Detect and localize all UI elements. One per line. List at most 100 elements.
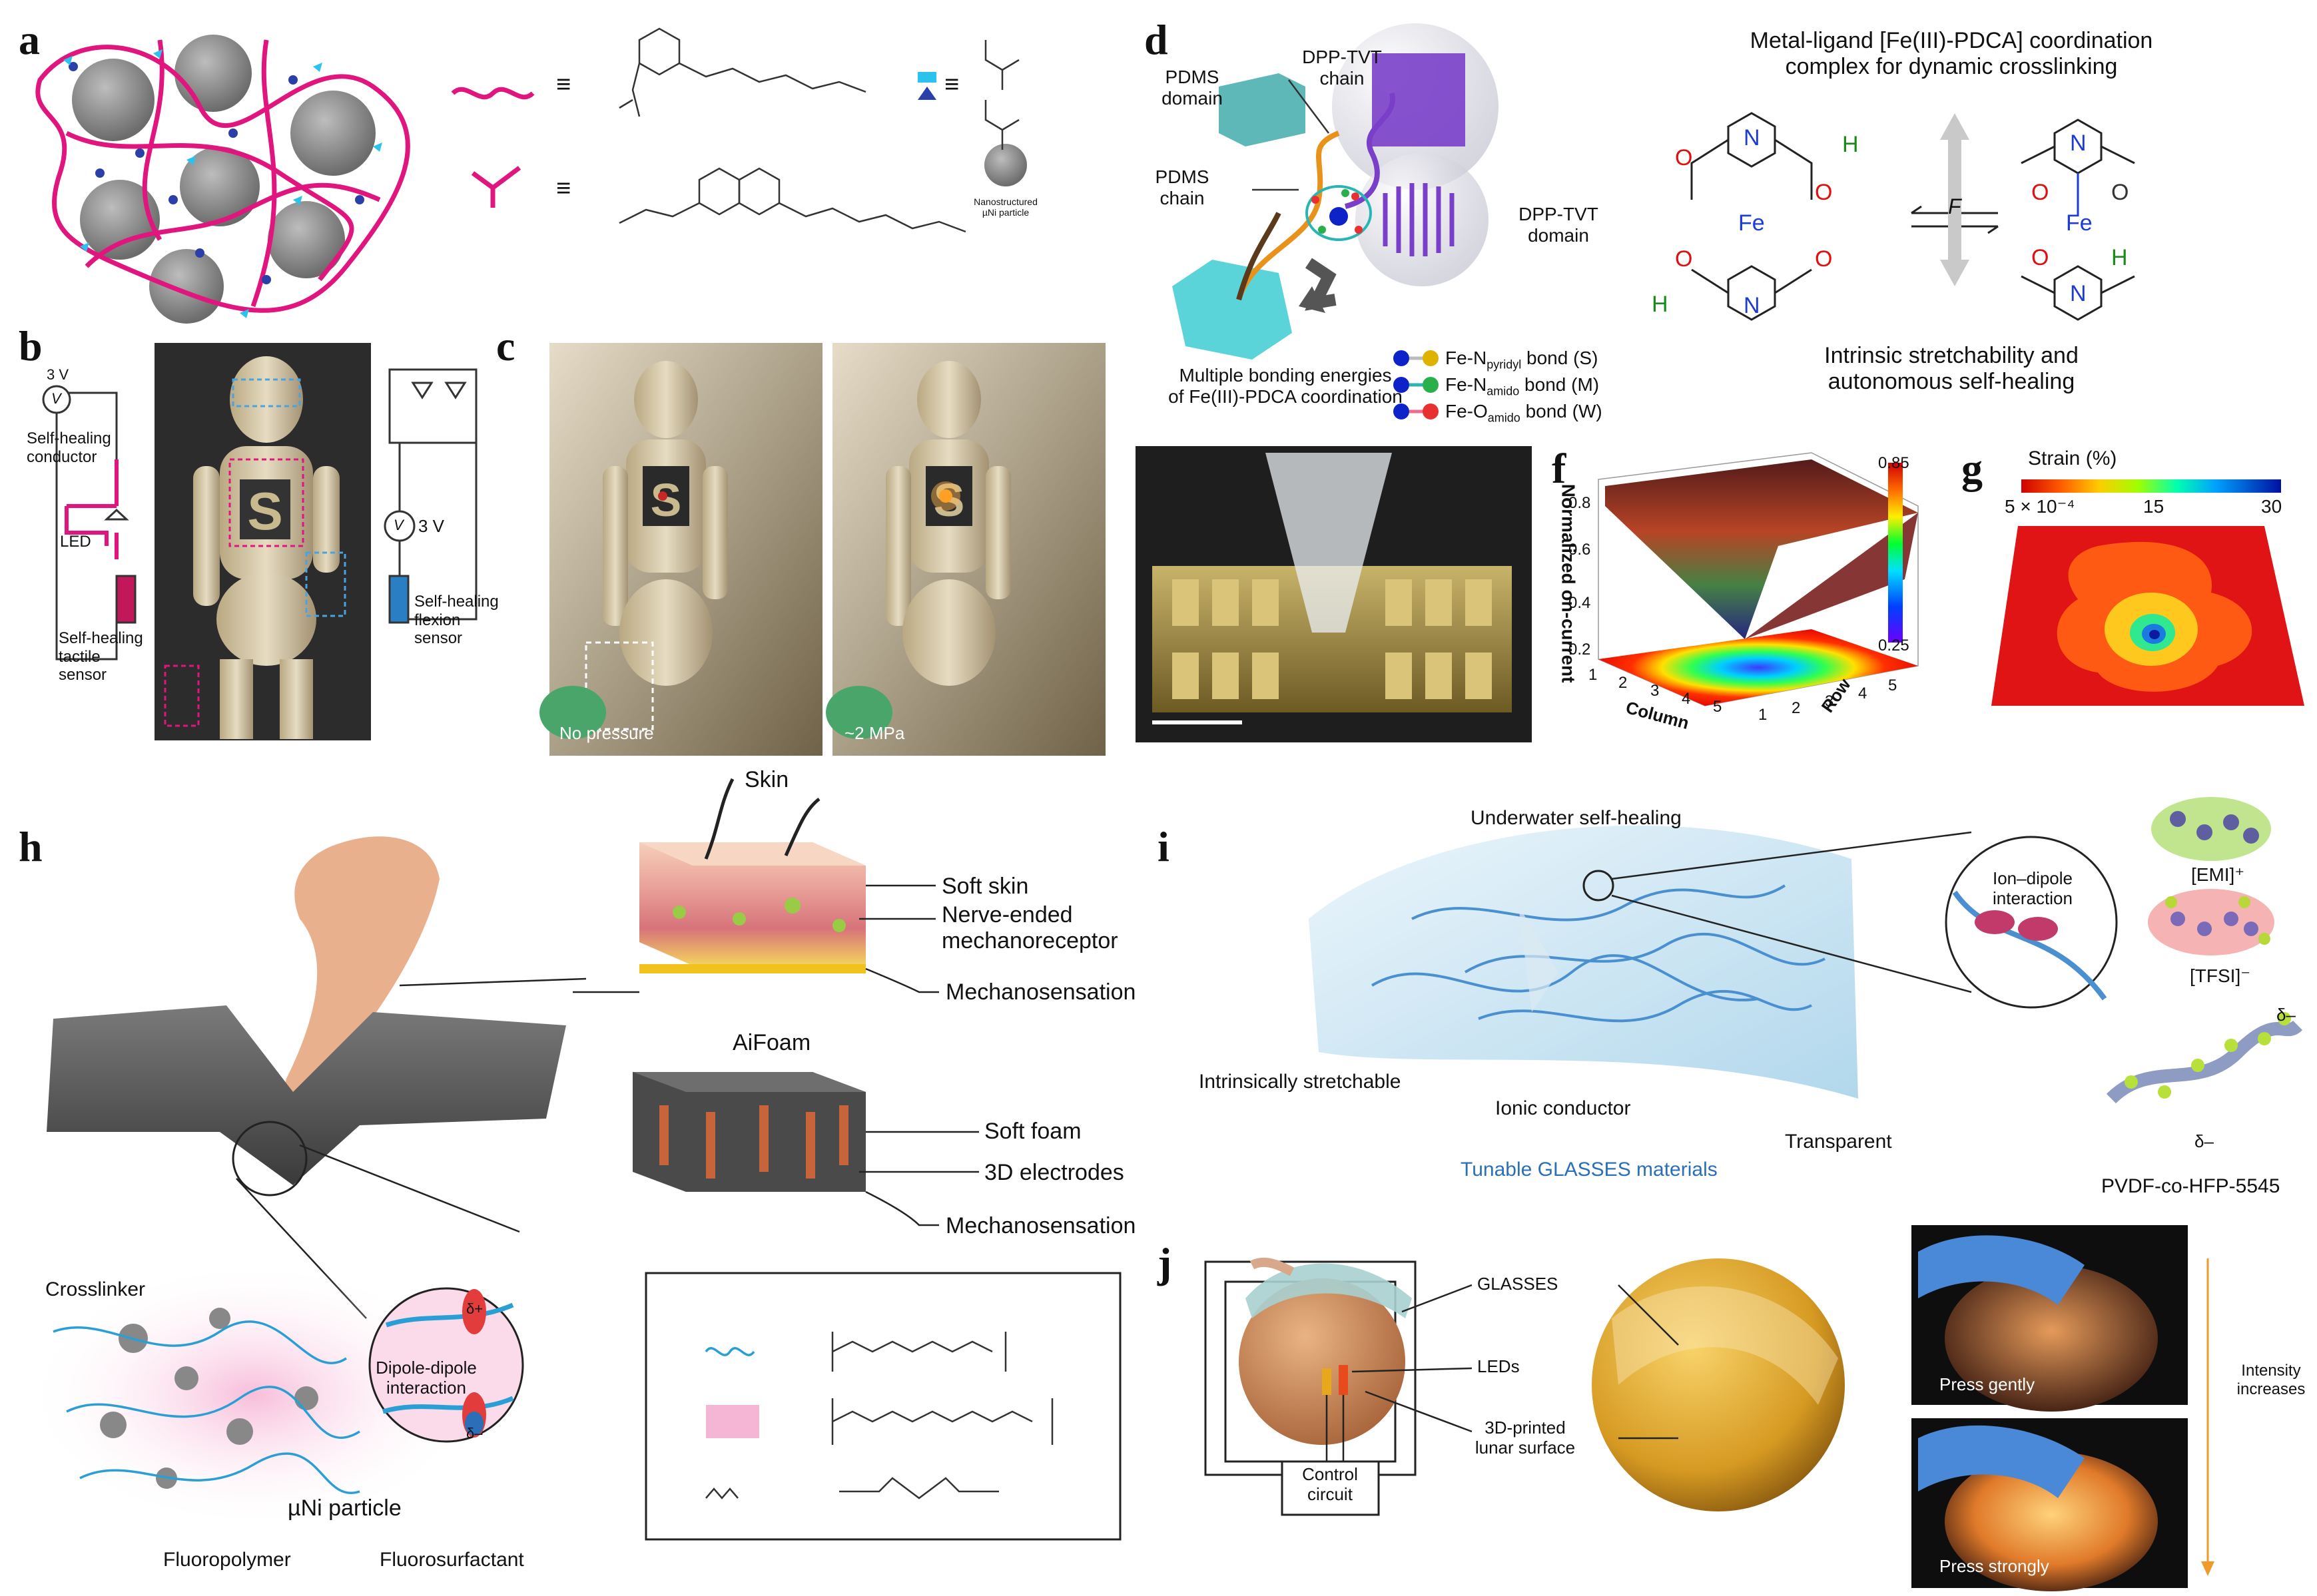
svg-text:N: N [1744,125,1760,150]
panel-a-network [35,35,410,324]
panel-i-pvdf: PVDF-co-HFP-5545 [2101,1175,2280,1197]
panel-g-tick-min: 5 × 10⁻⁴ [2005,496,2075,517]
panel-d-complex-title: Metal-ligand [Fe(III)-PDCA] coordination… [1750,28,2153,80]
svg-text:N: N [1744,293,1760,318]
panel-letter-d: d [1144,16,1168,63]
panel-j-diagram [1204,1257,1473,1516]
panel-h-delta-minus: δ– [466,1425,483,1442]
panel-i-transparent: Transparent [1785,1131,1892,1153]
panel-i-tfsi: [TFSI]⁻ [2190,965,2250,986]
panel-f-ytick-1: 2 [1792,699,1801,717]
panel-h-uni-particle: µNi particle [288,1495,402,1521]
panel-h-composite [27,1262,524,1528]
panel-letter-i: i [1158,823,1169,870]
panel-f-plot [1598,452,1919,706]
panel-a-equiv-3: ≡ [944,71,960,99]
panel-f-surface [1605,459,1918,639]
panel-d-pdms-chain: PDMS chain [1155,166,1209,209]
panel-g-tick-max: 30 [2261,496,2282,517]
panel-i-tunable: Tunable GLASSES materials [1461,1159,1718,1181]
panel-f-heatmap [1598,629,1918,706]
panel-j-lunar: 3D-printed lunar surface [1475,1418,1576,1458]
panel-j-glasses: GLASSES [1477,1274,1558,1294]
panel-j-photo-sphere [1592,1258,1845,1511]
panel-h-dipole: Dipole-dipole interaction [376,1358,477,1398]
svg-text:H: H [1842,132,1859,157]
svg-text:N: N [2070,281,2087,306]
panel-c-caption-2mpa: ~2 MPa [844,723,905,743]
panel-b-circuit-left [42,385,137,661]
svg-text:O: O [1675,246,1692,272]
panel-letter-b: b [19,322,43,370]
panel-e-photo [1136,446,1532,742]
panel-d-dpp-chain: DPP-TVT chain [1302,47,1382,89]
svg-text:O: O [2111,180,2129,205]
panel-g-colorbar [2021,479,2281,493]
panel-b-v-symbol-right: V [394,517,404,533]
svg-text:O: O [1675,145,1692,170]
panel-h-delta-plus: δ+ [466,1300,484,1317]
panel-j-control: Control circuit [1302,1464,1358,1504]
panel-f-ytick-2: 3 [1825,692,1834,710]
panel-a-equiv-1: ≡ [556,71,571,99]
panel-b-voltage-left: 3 V [47,366,69,383]
panel-h-electrodes: 3D electrodes [984,1160,1124,1185]
svg-text:O: O [2031,180,2049,205]
panel-d-schematic [1172,23,1498,419]
svg-text:O: O [1815,180,1832,205]
panel-i-ion-dipole: Ion–dipole interaction [1993,868,2073,908]
panel-b-v-symbol-left: V [51,390,61,407]
panel-f-cbar-min: 0.25 [1878,637,1909,655]
panel-f-ztick-2: 0.4 [1568,594,1591,612]
panel-j-press-strongly: Press strongly [1939,1556,2049,1576]
svg-text:H: H [1652,292,1668,317]
panel-i-molecules [2106,797,2303,1104]
panel-f-ztick-1: 0.6 [1568,541,1591,559]
panel-i-underwater: Underwater self-healing [1471,807,1682,829]
panel-b-mannequin: S [164,356,346,739]
panel-f-ytick-3: 4 [1858,684,1867,702]
panel-h-skin-title: Skin [745,767,789,792]
panel-b-tactile-label: Self-healing tactile sensor [59,629,143,684]
panel-f-xtick-3: 4 [1682,690,1691,708]
panel-h-skin-block [573,778,866,993]
svg-text:N: N [2070,131,2087,156]
panel-f-ztick-0: 0.8 [1568,494,1591,512]
panel-d-arrow [1940,113,1969,286]
panel-c-mannequins: S S [539,361,1011,739]
panel-f-xtick-1: 2 [1618,674,1628,692]
panel-a-legend [451,72,1027,208]
panel-g-tick-mid: 15 [2143,496,2164,517]
panel-g-title: Strain (%) [2028,447,2117,469]
panel-j-leds: LEDs [1477,1356,1520,1376]
svg-text:H: H [2111,245,2128,270]
panel-a-equiv-2: ≡ [556,174,571,202]
panel-i-stretchable: Intrinsically stretchable [1199,1071,1401,1093]
panel-letter-c: c [496,322,515,370]
panel-f-ytick-4: 5 [1888,676,1897,694]
panel-h-finger [285,836,440,1099]
panel-b-circuit-right [384,368,478,624]
panel-letter-f: f [1552,445,1566,492]
panel-h-fluorosurfactant: Fluorosurfactant [380,1549,524,1571]
panel-letter-h: h [19,823,43,870]
panel-d-self-healing-caption: Intrinsic stretchability and autonomous … [1824,343,2079,395]
panel-b-led-label: LED [60,533,91,551]
panel-h-structure-content [705,1332,1054,1499]
panel-j-photos-press [1911,1225,2214,1591]
svg-text:O: O [1815,246,1832,272]
panel-b-flexion-label: Self-healing flexion sensor [414,593,499,648]
panel-f-colorbar [1888,463,1903,643]
panel-a-chemical-structures [619,27,1020,233]
panel-h-aifoam-block [633,1072,866,1192]
panel-d-bond-w: Fe-Oamido bond (W) [1445,401,1602,425]
panel-letter-g: g [1961,445,1983,492]
panel-h-soft-skin: Soft skin [942,874,1029,899]
panel-d-dpp-domain: DPP-TVT domain [1518,204,1598,246]
panel-h-fluoropolymer: Fluoropolymer [163,1549,291,1571]
panel-f-xtick-2: 3 [1650,682,1660,700]
panel-c-caption-no-pressure: No pressure [559,723,654,743]
panel-b-voltage-right: 3 V [418,516,445,536]
panel-h-aifoam-title: AiFoam [733,1030,811,1055]
